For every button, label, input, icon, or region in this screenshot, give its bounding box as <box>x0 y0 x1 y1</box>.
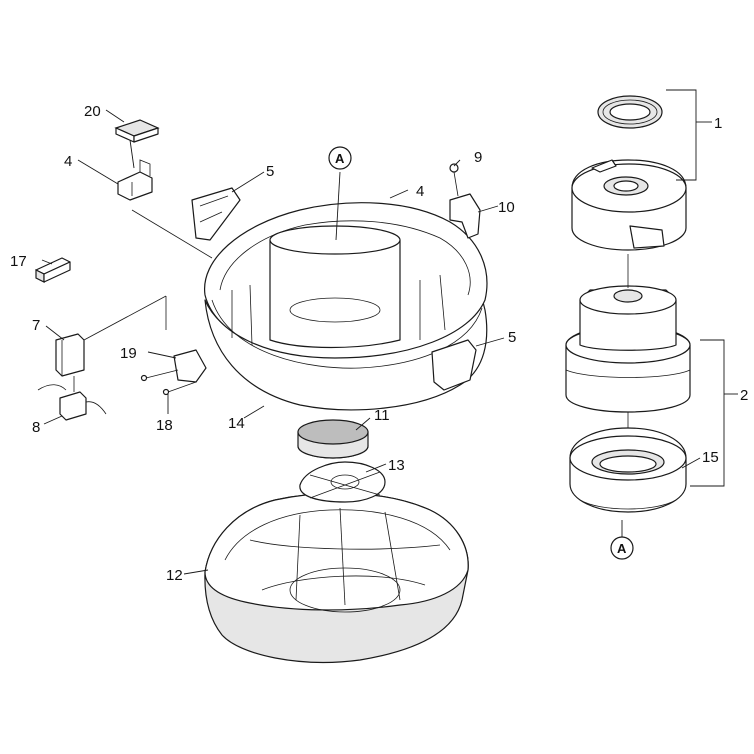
callout-1: 1 <box>714 115 722 132</box>
callout-9: 9 <box>474 149 482 166</box>
part-9-screw <box>449 163 459 197</box>
callout-17: 17 <box>10 253 27 270</box>
callout-15: 15 <box>702 449 719 466</box>
part-19-clip <box>173 349 207 383</box>
callout-10: 10 <box>498 199 515 216</box>
part-14-housing <box>204 202 488 411</box>
callout-4-left: 4 <box>64 153 72 170</box>
part-20-block <box>114 119 160 143</box>
callout-4-right: 4 <box>416 183 424 200</box>
part-5-cover-left <box>191 187 241 241</box>
reference-mark-bottom: A <box>610 536 634 560</box>
part-5-cover-right <box>431 339 477 391</box>
part-2-motor <box>565 285 691 413</box>
part-15-motor-seat <box>569 427 687 513</box>
callout-20: 20 <box>84 103 101 120</box>
callout-13: 13 <box>388 457 405 474</box>
callout-18: 18 <box>156 417 173 434</box>
callout-7: 7 <box>32 317 40 334</box>
reference-mark-top: A <box>328 146 352 170</box>
leader-lines <box>41 109 701 575</box>
part-12-filter-basket <box>204 492 469 663</box>
callout-19: 19 <box>120 345 137 362</box>
part-18-screws <box>140 369 197 396</box>
brackets <box>627 89 738 487</box>
callout-5-bottom: 5 <box>508 329 516 346</box>
callout-12: 12 <box>166 567 183 584</box>
part-13-cross-support <box>299 461 386 503</box>
part-1-cap-assembly <box>571 95 687 251</box>
part-8-wire-harness <box>37 384 107 421</box>
callout-11: 11 <box>374 407 390 424</box>
callout-5-top: 5 <box>266 163 274 180</box>
part-4-bracket-left <box>117 159 153 201</box>
callout-8: 8 <box>32 419 40 436</box>
part-11-filter-disc <box>297 419 369 459</box>
part-10-latch <box>449 193 481 239</box>
callout-14: 14 <box>228 415 245 432</box>
part-7-switch <box>55 333 85 377</box>
reference-letter-top: A <box>335 151 345 166</box>
part-17-stick <box>35 257 71 283</box>
callout-2: 2 <box>740 387 748 404</box>
reference-letter-bottom: A <box>617 541 627 556</box>
